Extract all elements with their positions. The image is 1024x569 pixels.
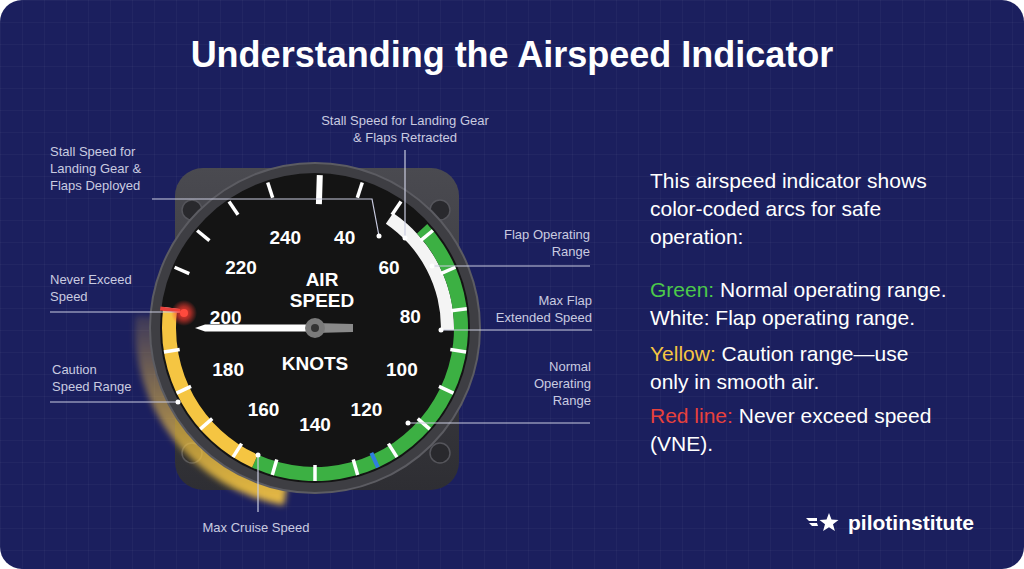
callout-label: Never Exceed Speed: [50, 271, 150, 305]
legend-item: Yellow: Caution range—use only in smooth…: [650, 340, 950, 396]
dial-art: [160, 173, 470, 483]
dial-number: 140: [299, 414, 331, 435]
leader-dot: [377, 234, 382, 239]
legend-item: Green: Normal operating range.: [650, 276, 950, 304]
dial-face: 40 60 80 100120 140 160180 200 220 240AIR SPEED K…: [160, 173, 470, 483]
leader-dot: [406, 421, 411, 426]
callout-label: Stall Speed for Landing Gear & Flaps Dep…: [50, 143, 160, 194]
scale-tick: [392, 201, 401, 214]
brand-star: [820, 513, 839, 531]
legend-text: White: Flap operating range.: [650, 306, 915, 329]
brand-name: pilotinstitute: [848, 511, 998, 535]
dial-number: 180: [212, 358, 244, 379]
legend-swatch: White:: [650, 306, 710, 329]
leader-dot: [176, 400, 181, 405]
leader-line: [404, 150, 405, 238]
scale-tick: [441, 267, 456, 273]
leader-line: [50, 401, 178, 402]
dial-number: 120: [351, 399, 383, 420]
needle-hub: [305, 318, 325, 338]
leader-dot: [403, 236, 408, 241]
legend-text: Yellow: Caution range—use only in smooth…: [650, 342, 908, 393]
callout-label: Flap Operating Range: [490, 226, 590, 260]
scale-tick: [450, 349, 466, 352]
legend-text: Red line: Never exceed speed (VNE).: [650, 404, 931, 455]
legend-text: Green: Normal operating range.: [650, 278, 947, 301]
scale-tick: [268, 182, 273, 197]
dial-number: 200: [210, 306, 242, 327]
legend-swatch: Green:: [650, 278, 714, 301]
legend-text-rest: Flap operating range.: [710, 306, 915, 329]
dial-number: 40: [334, 226, 355, 247]
callout-label: Max Cruise Speed: [186, 519, 326, 536]
scale-tick: [200, 419, 212, 430]
intro-text: This airspeed indicator shows color-code…: [650, 167, 950, 251]
scale-tick: [272, 460, 276, 475]
normal-arc: [252, 224, 468, 481]
leader-dot: [256, 453, 261, 458]
callout-label: Stall Speed for Landing Gear & Flaps Ret…: [318, 112, 492, 146]
scale-tick: [197, 230, 209, 240]
scale-tick: [353, 460, 357, 475]
dial-ring: [150, 163, 480, 493]
leader-line: [257, 455, 258, 512]
callout-label: Caution Speed Range: [52, 361, 134, 395]
scale-tick: [177, 386, 191, 393]
callout-label: Normal Operating Range: [521, 358, 591, 409]
brand-wing: [809, 523, 818, 526]
leader-line: [441, 329, 592, 330]
scale-tick: [313, 465, 317, 481]
scale-tick: [418, 419, 430, 430]
dial-caption: AIR SPEED: [286, 269, 358, 311]
scale-tick: [421, 230, 433, 240]
leader-line: [152, 199, 379, 236]
leader-line: [408, 422, 590, 423]
never-exceed-dot: [180, 309, 188, 317]
dial-number: 60: [378, 256, 399, 277]
leader-dot: [430, 264, 435, 269]
scale-tick: [229, 201, 238, 214]
leader-line: [50, 311, 184, 312]
bezel-screw: [430, 443, 450, 463]
scale-tick: [451, 309, 467, 311]
dial-number: 100: [386, 358, 418, 379]
legend-item: Red line: Never exceed speed (VNE).: [650, 402, 950, 458]
scale-tick: [164, 349, 180, 352]
legend-swatch: Yellow:: [650, 342, 716, 365]
never-exceed-glow: [171, 300, 197, 326]
scale-tick: [175, 267, 190, 273]
scale-tick: [388, 444, 397, 458]
red-line-mark: [160, 308, 180, 311]
dial-caption: KNOTS: [282, 353, 349, 374]
dial-number: 80: [400, 305, 421, 326]
callout-label: Max Flap Extended Speed: [492, 292, 592, 326]
legend-swatch: Red line:: [650, 404, 733, 427]
scale-tick: [316, 175, 323, 204]
dial-face-circle: [160, 173, 470, 483]
scale-tick: [233, 444, 242, 458]
leader-line: [432, 265, 590, 266]
dial-number: 240: [269, 226, 301, 247]
legend-text-rest: Normal operating range.: [714, 278, 946, 301]
dial-number: 220: [225, 256, 257, 277]
scale-tick: [357, 182, 362, 197]
caution-arc: [162, 309, 258, 468]
scale-tick: [439, 386, 453, 393]
needle-hub-center: [311, 324, 319, 332]
blue-line-mark: [371, 453, 378, 468]
dial-number: 160: [248, 399, 280, 420]
leader-dot: [439, 328, 444, 333]
title: Understanding the Airspeed Indicator: [0, 34, 1024, 76]
brand-wing: [806, 518, 817, 521]
legend-item: White: Flap operating range.: [650, 304, 950, 332]
